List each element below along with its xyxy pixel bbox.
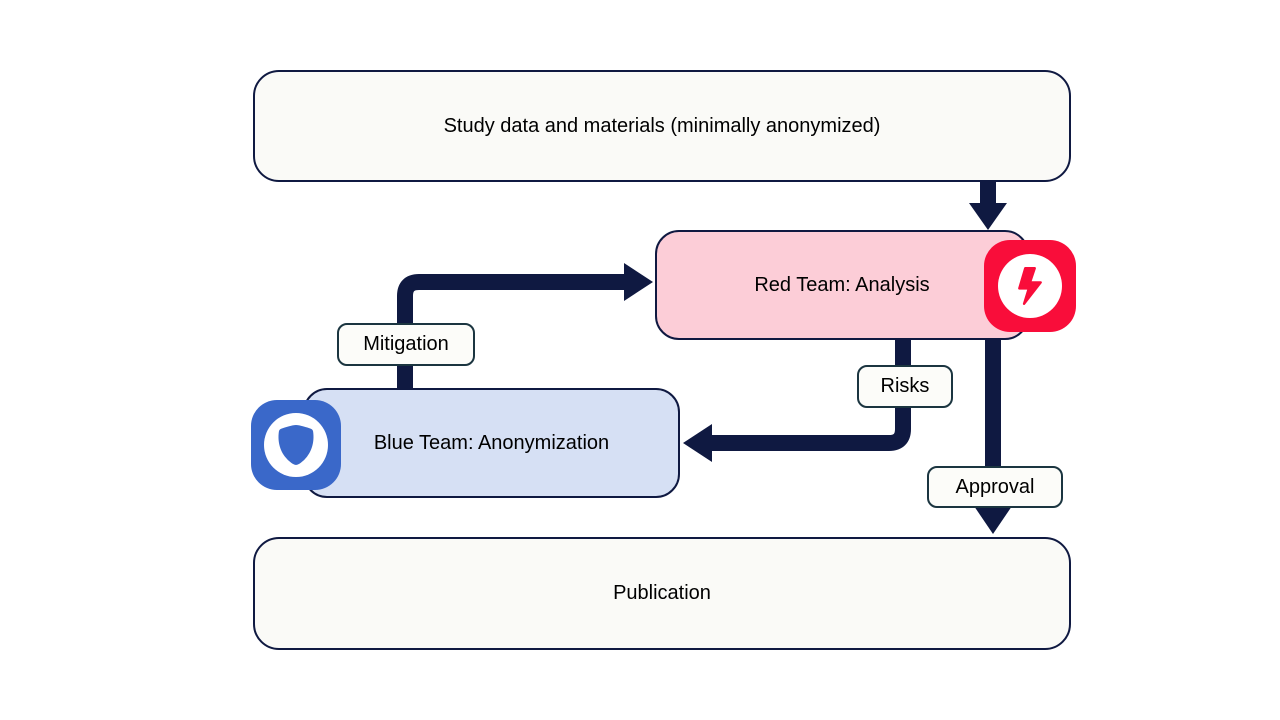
node-blue-team-label: Blue Team: Anonymization [373,431,610,454]
edge-label-mitigation-text: Mitigation [363,333,449,355]
edge-label-approval-text: Approval [955,475,1035,498]
node-blue-team: Blue Team: Anonymization [303,388,680,498]
node-red-team: Red Team: Analysis [655,230,1029,340]
blue-team-badge [251,400,341,490]
edge-label-approval: Approval [927,466,1063,508]
shield-icon [276,425,316,465]
node-red-team-label: Red Team: Analysis [754,273,930,296]
blue-team-badge-circle [264,413,328,477]
node-study-data-label: Study data and materials (minimally anon… [443,114,881,137]
node-publication: Publication [253,537,1071,650]
arrow-blue-team-to-red-team [397,263,653,389]
node-publication-label: Publication [613,582,711,604]
arrow-study-to-red-team [969,182,1007,230]
edge-label-risks: Risks [857,365,953,408]
edge-label-mitigation: Mitigation [337,323,475,366]
edge-label-risks-text: Risks [880,375,930,397]
node-study-data: Study data and materials (minimally anon… [253,70,1071,182]
red-team-badge [984,240,1076,332]
lightning-icon [1011,267,1049,305]
arrow-red-team-to-blue-team [683,339,911,462]
red-team-badge-circle [998,254,1062,318]
